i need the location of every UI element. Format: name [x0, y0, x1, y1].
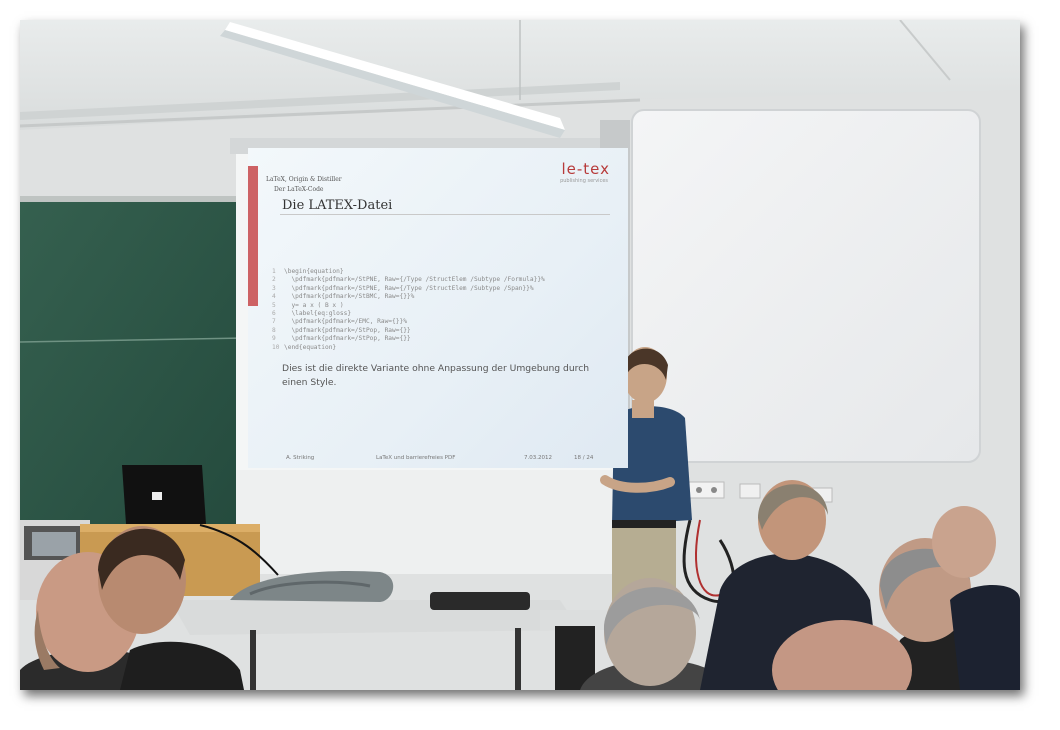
code-line: 2 \pdfmark{pdfmark=/StPNE, Raw={/Type /S…	[272, 276, 545, 284]
lecture-photo: LaTeX, Origin & Distiller Der LaTeX-Code…	[20, 20, 1020, 690]
code-line: 10\end{equation}	[272, 343, 337, 351]
slide-body-text: Dies ist die direkte Variante ohne Anpas…	[282, 363, 590, 388]
slide-accent-bar	[248, 166, 258, 306]
footer-page: 18 / 24	[574, 455, 594, 461]
audience	[20, 480, 1020, 690]
footer-author: A. Striking	[286, 455, 315, 461]
footer-date: 7.03.2012	[524, 455, 552, 461]
slide-footer: A. Striking LaTeX und barrierefreies PDF…	[248, 450, 628, 468]
footer-title: LaTeX und barrierefreies PDF	[376, 455, 456, 461]
slide-title: Die LATEX-Datei	[282, 198, 393, 213]
letex-logo: le-tex	[561, 160, 610, 178]
code-line: 7 \pdfmark{pdfmark=/EMC, Raw={}}%	[272, 318, 407, 326]
code-line: 9 \pdfmark{pdfmark=/StPop, Raw={}}	[272, 335, 411, 343]
latex-code-listing: 1\begin{equation} 2 \pdfmark{pdfmark=/St…	[272, 268, 545, 352]
slide-breadcrumb-2: Der LaTeX-Code	[274, 186, 324, 193]
code-line: 3 \pdfmark{pdfmark=/StPNE, Raw={/Type /S…	[272, 284, 534, 292]
code-line: 5 y= a x ( B x )	[272, 301, 344, 309]
presenter	[600, 347, 692, 640]
slide-title-rule	[280, 214, 610, 215]
logo-subtitle: publishing services	[560, 178, 608, 184]
code-line: 4 \pdfmark{pdfmark=/StBMC, Raw={}}%	[272, 293, 415, 301]
code-line: 8 \pdfmark{pdfmark=/StPop, Raw={}}	[272, 326, 411, 334]
projected-slide: LaTeX, Origin & Distiller Der LaTeX-Code…	[248, 148, 628, 468]
code-line: 6 \label{eq:gloss}	[272, 310, 352, 318]
slide-breadcrumb-1: LaTeX, Origin & Distiller	[266, 176, 342, 183]
code-line: 1\begin{equation}	[272, 268, 344, 275]
